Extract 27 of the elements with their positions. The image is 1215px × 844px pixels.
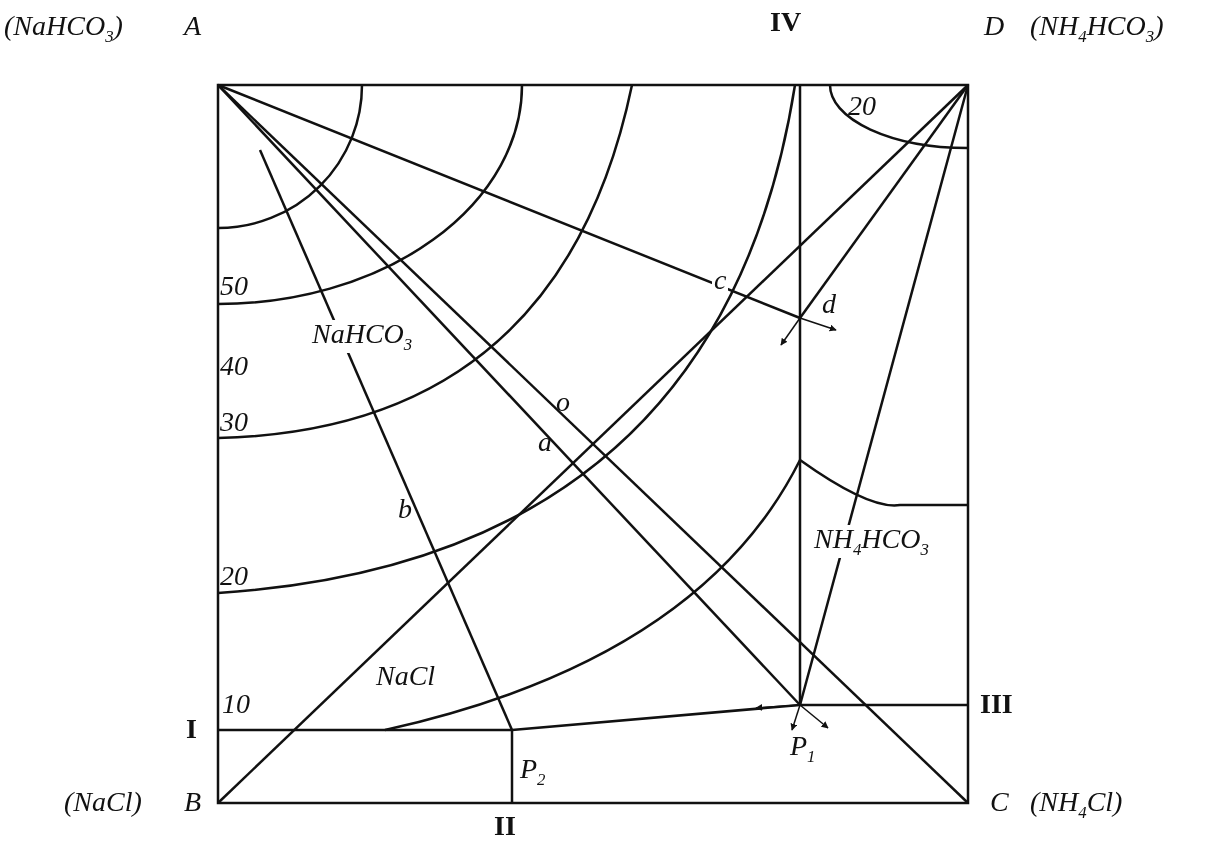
isotherm-label: 40 [220, 352, 248, 380]
vertex-label: A [184, 12, 202, 40]
point-label: a [538, 428, 552, 456]
field-label: NaHCO$_{3}$ [310, 320, 415, 354]
roman-numeral-label: IV [770, 8, 802, 36]
isotherm-label: 50 [220, 272, 248, 300]
vertex-label: B [184, 788, 202, 816]
roman-numeral-label: III [980, 690, 1013, 718]
composition-label: (NaHCO$_{3}$) [4, 12, 123, 46]
point-label: b [398, 495, 412, 523]
isotherm-label: 20 [848, 92, 876, 120]
point-label: o [556, 388, 570, 416]
point-label: P$_{2}$ [520, 755, 546, 789]
roman-numeral-label: II [494, 812, 516, 840]
composition-label: (NaCl) [64, 788, 142, 816]
vertex-label: C [990, 788, 1009, 816]
composition-label: (NH$_{4}$HCO$_{3}$) [1030, 12, 1164, 46]
composition-label: (NH$_{4}$Cl) [1030, 788, 1123, 822]
point-label: P$_{1}$ [790, 732, 816, 766]
vertex-label: D [984, 12, 1005, 40]
point-label: d [822, 290, 836, 318]
roman-numeral-label: I [186, 715, 197, 743]
isotherm-label: 20 [220, 562, 248, 590]
isotherm-label: 10 [222, 690, 250, 718]
field-label: NaCl [376, 662, 436, 690]
isotherm-label: 30 [220, 408, 248, 436]
field-label: NH$_{4}$HCO$_{3}$ [812, 525, 931, 559]
